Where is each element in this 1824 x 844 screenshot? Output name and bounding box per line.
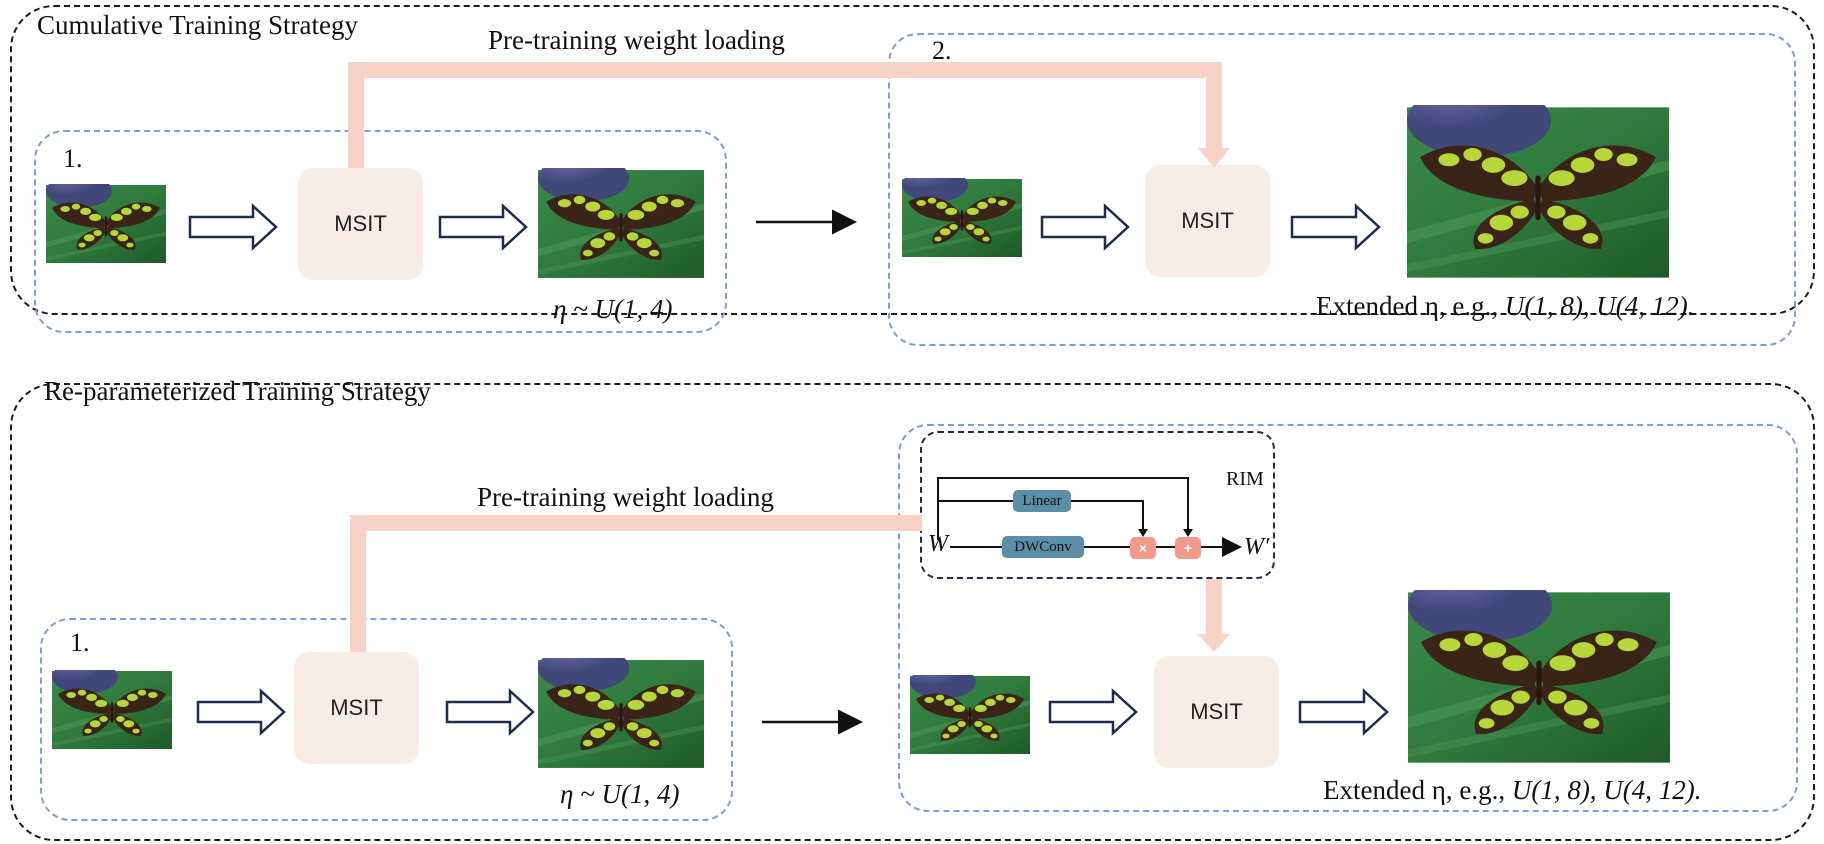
bottom-extended-ranges: U(1, 8), U(4, 12). — [1511, 775, 1702, 805]
rim-module-box — [920, 431, 1275, 579]
rim-dwconv-layer: DWConv — [1002, 536, 1084, 558]
top-step1-box — [34, 130, 727, 333]
rim-linear-layer: Linear — [1013, 490, 1071, 512]
top-step2-input-image — [902, 178, 1022, 258]
bottom-eta-caption: η ~ U(1, 4) — [560, 779, 680, 809]
reparam-strategy-panel — [10, 383, 1815, 841]
rim-multiply-op: × — [1130, 537, 1156, 559]
rim-add-op: + — [1175, 537, 1201, 559]
top-eta-caption: η ~ U(1, 4) — [553, 294, 673, 324]
cumulative-strategy-title: Cumulative Training Strategy — [37, 10, 358, 40]
top-weight-loading-label: Pre-training weight loading — [488, 25, 785, 55]
bottom-step1-box — [40, 618, 733, 821]
bottom-lr-input-image — [52, 670, 172, 750]
bottom-msit-block-2: MSIT — [1154, 656, 1279, 768]
top-step1-label: 1. — [63, 144, 83, 173]
rim-label: RIM — [1226, 468, 1264, 490]
top-step2-box — [888, 33, 1796, 346]
top-sr-output-image — [538, 168, 704, 280]
bottom-extended-prefix: Extended η, e.g., — [1323, 775, 1512, 805]
top-extended-ranges: U(1, 8), U(4, 12). — [1504, 291, 1695, 321]
rim-input-w: W — [928, 531, 948, 557]
bottom-step2-output-image — [1408, 590, 1670, 765]
bottom-weight-loading-label: Pre-training weight loading — [477, 482, 774, 512]
bottom-sr-output-image — [538, 658, 704, 770]
bottom-extended-caption: Extended η, e.g., U(1, 8), U(4, 12). — [1323, 777, 1702, 804]
top-msit-block-1: MSIT — [298, 168, 423, 280]
top-step2-label: 2. — [932, 36, 952, 65]
top-lr-input-image — [46, 184, 166, 264]
bottom-step1-label: 1. — [70, 628, 90, 657]
bottom-msit-block-1: MSIT — [294, 652, 419, 764]
bottom-step2-box — [898, 424, 1798, 812]
rim-output-w-prime: W′ — [1244, 534, 1270, 560]
top-extended-caption: Extended η, e.g., U(1, 8), U(4, 12). — [1316, 293, 1695, 320]
top-msit-block-2: MSIT — [1145, 165, 1270, 277]
cumulative-strategy-panel — [10, 5, 1815, 315]
top-extended-prefix: Extended η, e.g., — [1316, 291, 1505, 321]
bottom-step2-input-image — [910, 675, 1030, 755]
reparam-strategy-title: Re-parameterized Training Strategy — [44, 376, 431, 406]
top-step2-output-image — [1407, 105, 1669, 280]
